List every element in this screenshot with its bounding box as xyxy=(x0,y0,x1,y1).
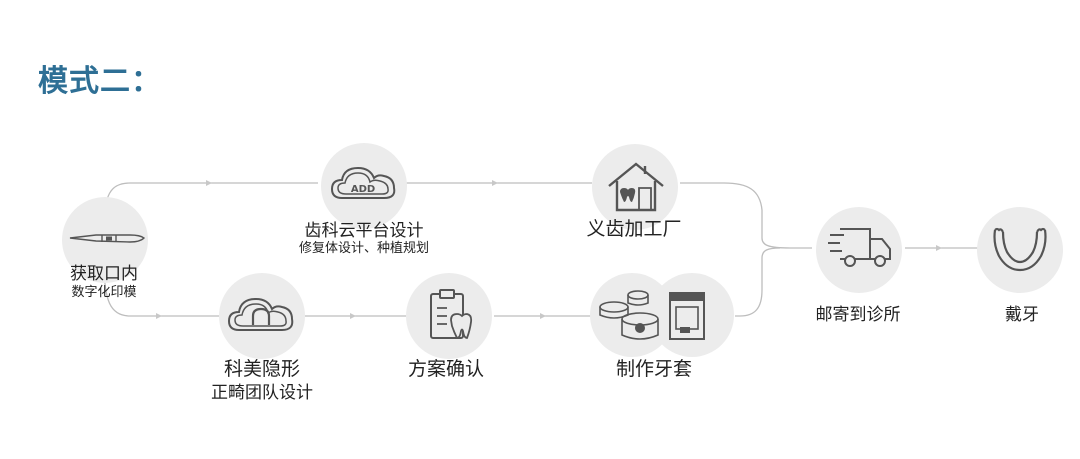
scan-circle xyxy=(62,197,148,283)
factory-circle xyxy=(592,144,678,230)
page-title: 模式二： xyxy=(38,64,162,99)
intraoral-scanner-icon xyxy=(69,234,146,243)
svg-text:ADD: ADD xyxy=(351,184,375,195)
scan-sublabel: 数字化印模 xyxy=(71,285,137,300)
make-circle-b xyxy=(650,273,734,357)
delivery-truck-icon xyxy=(828,228,891,267)
connector-factory-mail xyxy=(680,182,812,249)
confirm-circle xyxy=(406,273,492,359)
mail-label: 邮寄到诊所 xyxy=(815,305,901,325)
connector-make-mail xyxy=(735,247,781,317)
cloud-sublabel: 修复体设计、种植规划 xyxy=(298,241,430,256)
cloud-circle xyxy=(321,143,407,229)
kemei-label: 科美隐形 xyxy=(223,358,301,380)
scan-label: 获取口内 xyxy=(70,264,138,284)
clipboard-tooth-icon xyxy=(430,289,473,339)
kemei-sublabel: 正畸团队设计 xyxy=(211,383,313,403)
kemei-circle xyxy=(219,273,305,359)
add-cloud-icon: ADD xyxy=(330,166,396,199)
make-label: 制作牙套 xyxy=(615,358,693,380)
factory-house-icon xyxy=(608,162,664,212)
factory-label: 义齿加工厂 xyxy=(586,218,682,240)
wear-circle xyxy=(977,207,1063,293)
cloud-label: 齿科云平台设计 xyxy=(304,221,424,241)
wear-label: 戴牙 xyxy=(1005,305,1039,325)
printer-machines-icon xyxy=(599,290,705,340)
aligner-icon xyxy=(993,227,1047,272)
tooth-cloud-icon xyxy=(227,297,294,331)
confirm-label: 方案确认 xyxy=(407,358,485,380)
